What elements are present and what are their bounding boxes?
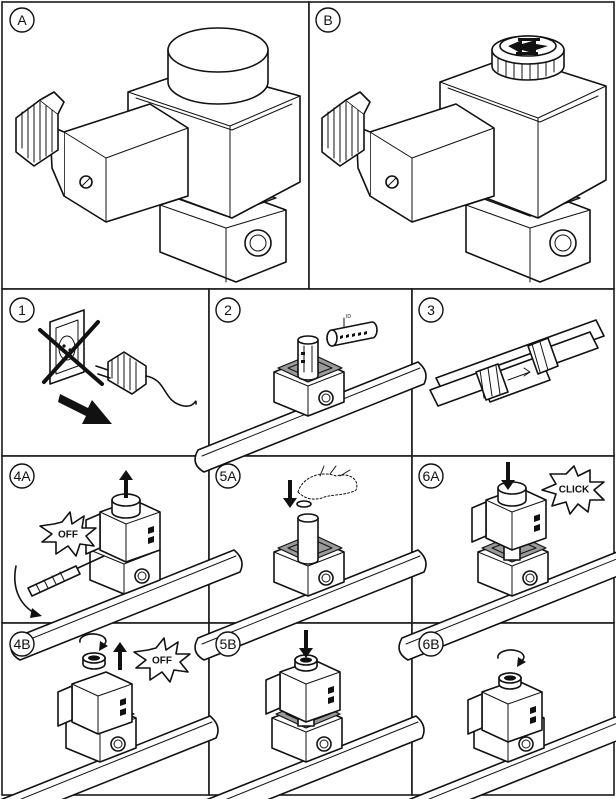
- panel-badge-4b: 4B: [9, 631, 35, 657]
- panel-badge-6b: 6B: [418, 631, 444, 657]
- panel-1-unplug-illustration: [38, 309, 197, 424]
- panel-2-stem-illustration: ID: [194, 314, 427, 473]
- id-tag-label: ID: [346, 314, 351, 320]
- panel-a-valve-illustration: [15, 27, 301, 283]
- panel-6a-click-illustration: [398, 462, 616, 661]
- panel-b-valve-illustration: [321, 35, 607, 283]
- off-burst-4b: OFF: [133, 637, 191, 683]
- panel-badge-6a: 6A: [418, 463, 444, 489]
- panel-5a-insert-illustration: [194, 465, 427, 661]
- panel-badge-3: 3: [418, 297, 444, 323]
- panel-badge-2: 2: [215, 297, 241, 323]
- panel-label-2: 2: [224, 302, 232, 318]
- panel-badge-b: B: [315, 7, 341, 33]
- panel-3-pipe-illustration: [429, 319, 605, 407]
- panel-label-a: A: [17, 12, 27, 28]
- panel-badge-5a: 5A: [215, 463, 241, 489]
- panel-label-6a: 6A: [422, 468, 440, 484]
- panel-label-5b: 5B: [219, 636, 236, 652]
- panel-label-6b: 6B: [422, 636, 439, 652]
- panel-label-3: 3: [427, 302, 435, 318]
- panel-label-5a: 5A: [219, 468, 237, 484]
- panel-5b-nut-insert-illustration: [192, 630, 425, 799]
- click-callout-6a: CLICK: [559, 485, 590, 496]
- panel-label-1: 1: [18, 302, 26, 318]
- panel-badge-5b: 5B: [215, 631, 241, 657]
- panel-label-b: B: [323, 12, 332, 28]
- panel-badge-4a: 4A: [9, 463, 35, 489]
- panel-label-4b: 4B: [13, 636, 30, 652]
- panel-label-4a: 4A: [13, 468, 31, 484]
- panel-badge-1: 1: [9, 297, 35, 323]
- off-burst-4a: OFF: [39, 511, 97, 557]
- off-callout-4b: OFF: [152, 656, 172, 667]
- click-burst-6a: CLICK: [541, 465, 605, 515]
- off-callout-4a: OFF: [58, 530, 78, 541]
- panel-4a-remove-coil-illustration: [10, 470, 243, 661]
- panel-badge-a: A: [9, 7, 35, 33]
